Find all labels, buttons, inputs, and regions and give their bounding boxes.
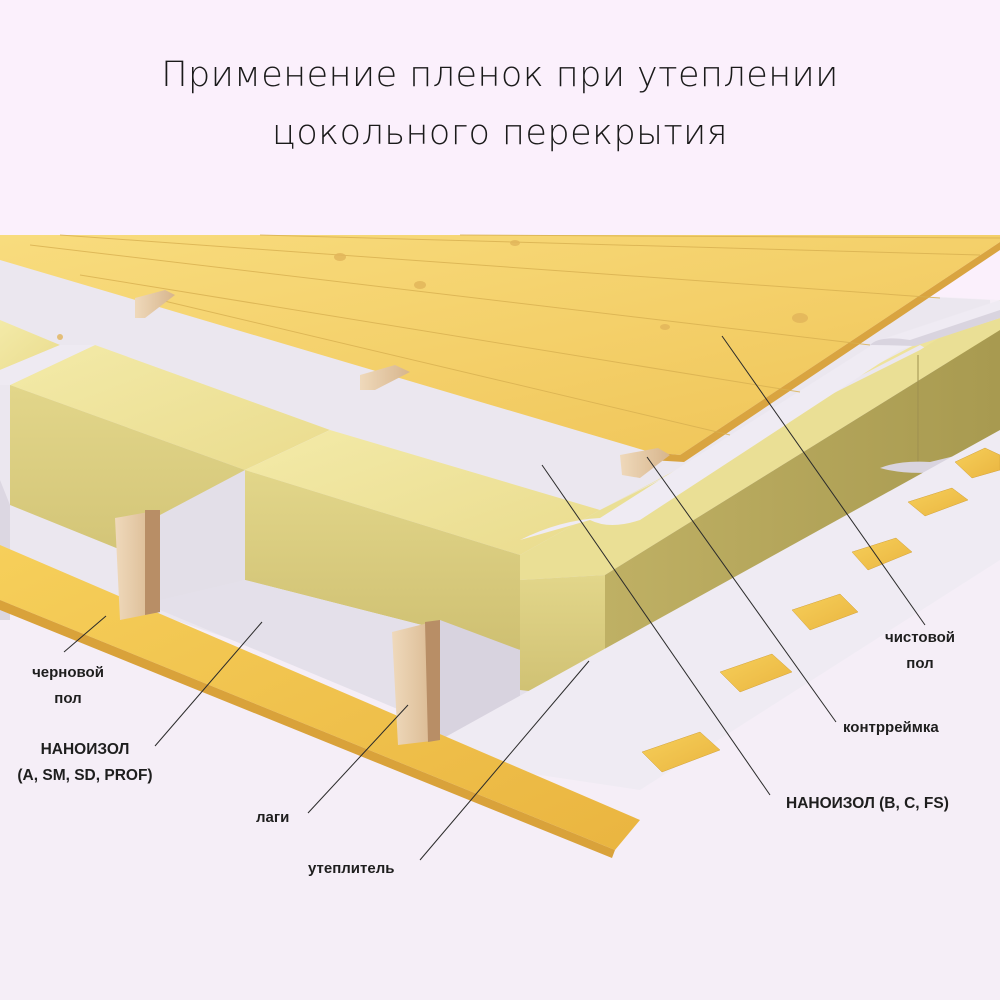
- title-line-2: цокольного перекрытия: [272, 113, 728, 153]
- leader-joists: [307, 704, 409, 814]
- membrane-lower-right: [440, 430, 1000, 790]
- counter-battens-under: [135, 290, 670, 478]
- joists: [115, 510, 440, 745]
- leader-lines: [63, 335, 926, 861]
- label-nanoizol-upper: НАНОИЗОЛ (B, C, FS): [786, 795, 949, 812]
- label-nanoizol-lower: НАНОИЗОЛ (A, SM, SD, PROF): [17, 741, 153, 784]
- label-joists: лаги: [256, 809, 290, 826]
- counter-battens: [641, 447, 1000, 773]
- page-title: Применение пленок при утеплении цокольно…: [0, 46, 1000, 162]
- label-finish-floor: чистовой пол: [885, 629, 955, 672]
- leader-nanoizol-lower: [154, 621, 263, 747]
- label-insulation: утеплитель: [308, 860, 395, 877]
- leader-finish-floor: [721, 335, 926, 626]
- leader-insulation: [419, 660, 590, 861]
- leader-nanoizol-upper: [541, 464, 771, 796]
- finish-floor: [0, 234, 1000, 462]
- insulation-middle: [245, 430, 600, 650]
- leader-counter-batten: [646, 456, 837, 723]
- rough-floor-board: [0, 545, 640, 858]
- title-line-1: Применение пленок при утеплении: [161, 55, 839, 95]
- label-counter-batten: контрреймка: [843, 719, 939, 736]
- label-rough-floor: черновой пол: [32, 664, 104, 707]
- leader-rough-floor: [63, 615, 107, 653]
- membrane-upper: [520, 300, 1000, 540]
